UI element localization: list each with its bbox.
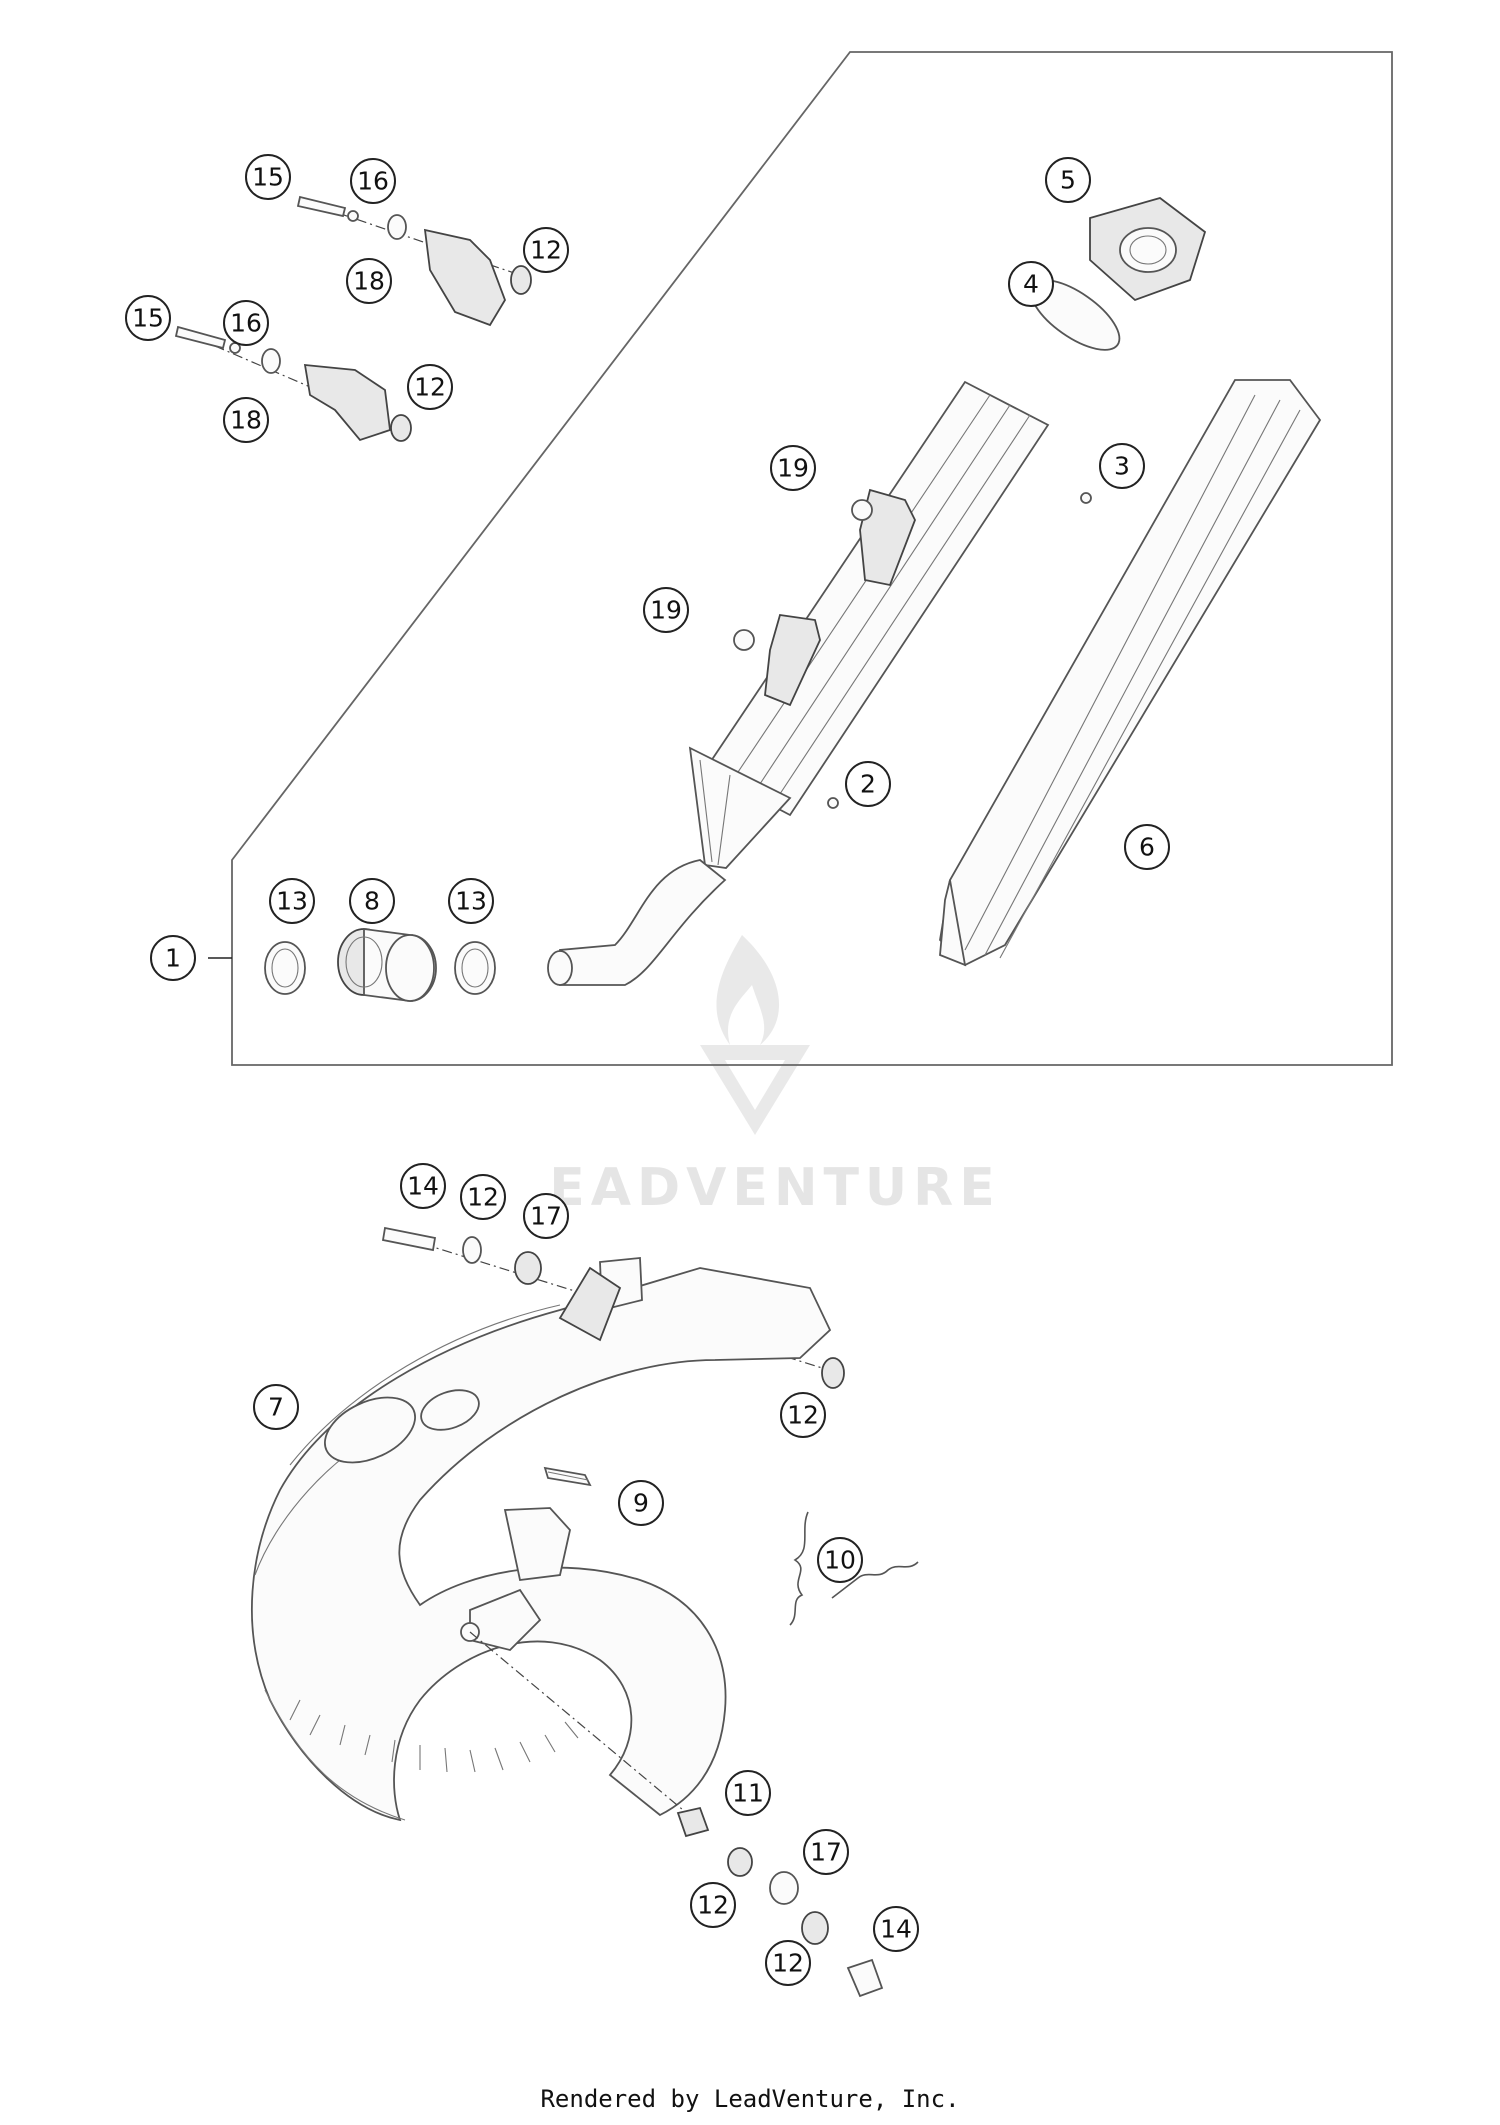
- svg-text:16: 16: [357, 167, 389, 196]
- exhaust-manifold: [251, 1257, 832, 1822]
- svg-text:14: 14: [880, 1915, 912, 1944]
- svg-text:15: 15: [132, 304, 164, 333]
- callout-3: 3: [1099, 443, 1145, 489]
- callout-6: 6: [1124, 824, 1170, 870]
- callout-12b: 12: [407, 364, 453, 410]
- callout-12a: 12: [523, 227, 569, 273]
- callout-14b: 14: [873, 1906, 919, 1952]
- callout-9: 9: [618, 1480, 664, 1526]
- callout-2: 2: [845, 761, 891, 807]
- svg-text:3: 3: [1114, 452, 1130, 481]
- svg-text:12: 12: [530, 236, 562, 265]
- callout-12f: 12: [765, 1940, 811, 1986]
- svg-text:6: 6: [1139, 833, 1155, 862]
- svg-text:19: 19: [777, 454, 809, 483]
- svg-text:12: 12: [787, 1401, 819, 1430]
- callout-12d: 12: [780, 1392, 826, 1438]
- svg-text:11: 11: [732, 1779, 764, 1808]
- watermark: EADVENTURE: [549, 935, 1000, 1218]
- callout-12e: 12: [690, 1882, 736, 1928]
- svg-text:8: 8: [364, 887, 380, 916]
- svg-text:4: 4: [1023, 270, 1039, 299]
- svg-text:19: 19: [650, 596, 682, 625]
- svg-text:18: 18: [353, 267, 385, 296]
- svg-text:13: 13: [276, 887, 308, 916]
- watermark-text: EADVENTURE: [549, 1158, 1000, 1218]
- left-seal-ring: [264, 941, 306, 995]
- damping-sleeve: [337, 927, 437, 1002]
- svg-text:16: 16: [230, 309, 262, 338]
- svg-text:12: 12: [772, 1949, 804, 1978]
- svg-text:5: 5: [1060, 166, 1076, 195]
- svg-text:15: 15: [252, 163, 284, 192]
- callout-7: 7: [253, 1384, 299, 1430]
- svg-text:14: 14: [407, 1172, 439, 1201]
- svg-text:12: 12: [414, 373, 446, 402]
- svg-text:10: 10: [824, 1546, 856, 1575]
- end-cap: [1089, 197, 1207, 302]
- callout-18b: 18: [223, 397, 269, 443]
- footer-credit: Rendered by LeadVenture, Inc.: [540, 2085, 960, 2113]
- svg-text:9: 9: [633, 1489, 649, 1518]
- callout-17b: 17: [803, 1829, 849, 1875]
- callout-4: 4: [1008, 261, 1054, 307]
- svg-text:1: 1: [165, 944, 181, 973]
- right-seal-ring: [454, 941, 496, 995]
- callout-15b: 15: [125, 295, 171, 341]
- callout-16b: 16: [223, 300, 269, 346]
- callout-18a: 18: [346, 258, 392, 304]
- callout-13b: 13: [448, 878, 494, 924]
- callout-1: 1: [150, 935, 196, 981]
- callout-12c: 12: [460, 1174, 506, 1220]
- callout-13a: 13: [269, 878, 315, 924]
- callout-15a: 15: [245, 154, 291, 200]
- svg-text:17: 17: [810, 1838, 842, 1867]
- callout-16a: 16: [350, 158, 396, 204]
- watermark-chevron-icon: [700, 1045, 810, 1135]
- callout-19a: 19: [770, 445, 816, 491]
- callout-17a: 17: [523, 1193, 569, 1239]
- silencer-protector: [939, 379, 1322, 967]
- svg-text:2: 2: [860, 770, 876, 799]
- callout-14a: 14: [400, 1163, 446, 1209]
- callout-8: 8: [349, 878, 395, 924]
- callout-19b: 19: [643, 587, 689, 633]
- callout-5: 5: [1045, 157, 1091, 203]
- lower-mount-hardware: [676, 1806, 884, 1998]
- lower-bracket-assembly: [174, 325, 412, 442]
- watermark-flame-icon: [716, 935, 780, 1045]
- callout-10: 10: [817, 1537, 863, 1583]
- svg-text:18: 18: [230, 406, 262, 435]
- exhaust-gasket: [543, 1466, 592, 1487]
- svg-text:7: 7: [268, 1393, 284, 1422]
- svg-text:12: 12: [467, 1183, 499, 1212]
- callout-11: 11: [725, 1770, 771, 1816]
- svg-text:13: 13: [455, 887, 487, 916]
- exhaust-springs: [789, 1511, 919, 1626]
- upper-bracket-assembly: [296, 195, 532, 327]
- silencer-body: [547, 380, 1092, 986]
- svg-text:12: 12: [697, 1891, 729, 1920]
- kit-frame: [231, 51, 1393, 1066]
- svg-text:17: 17: [530, 1202, 562, 1231]
